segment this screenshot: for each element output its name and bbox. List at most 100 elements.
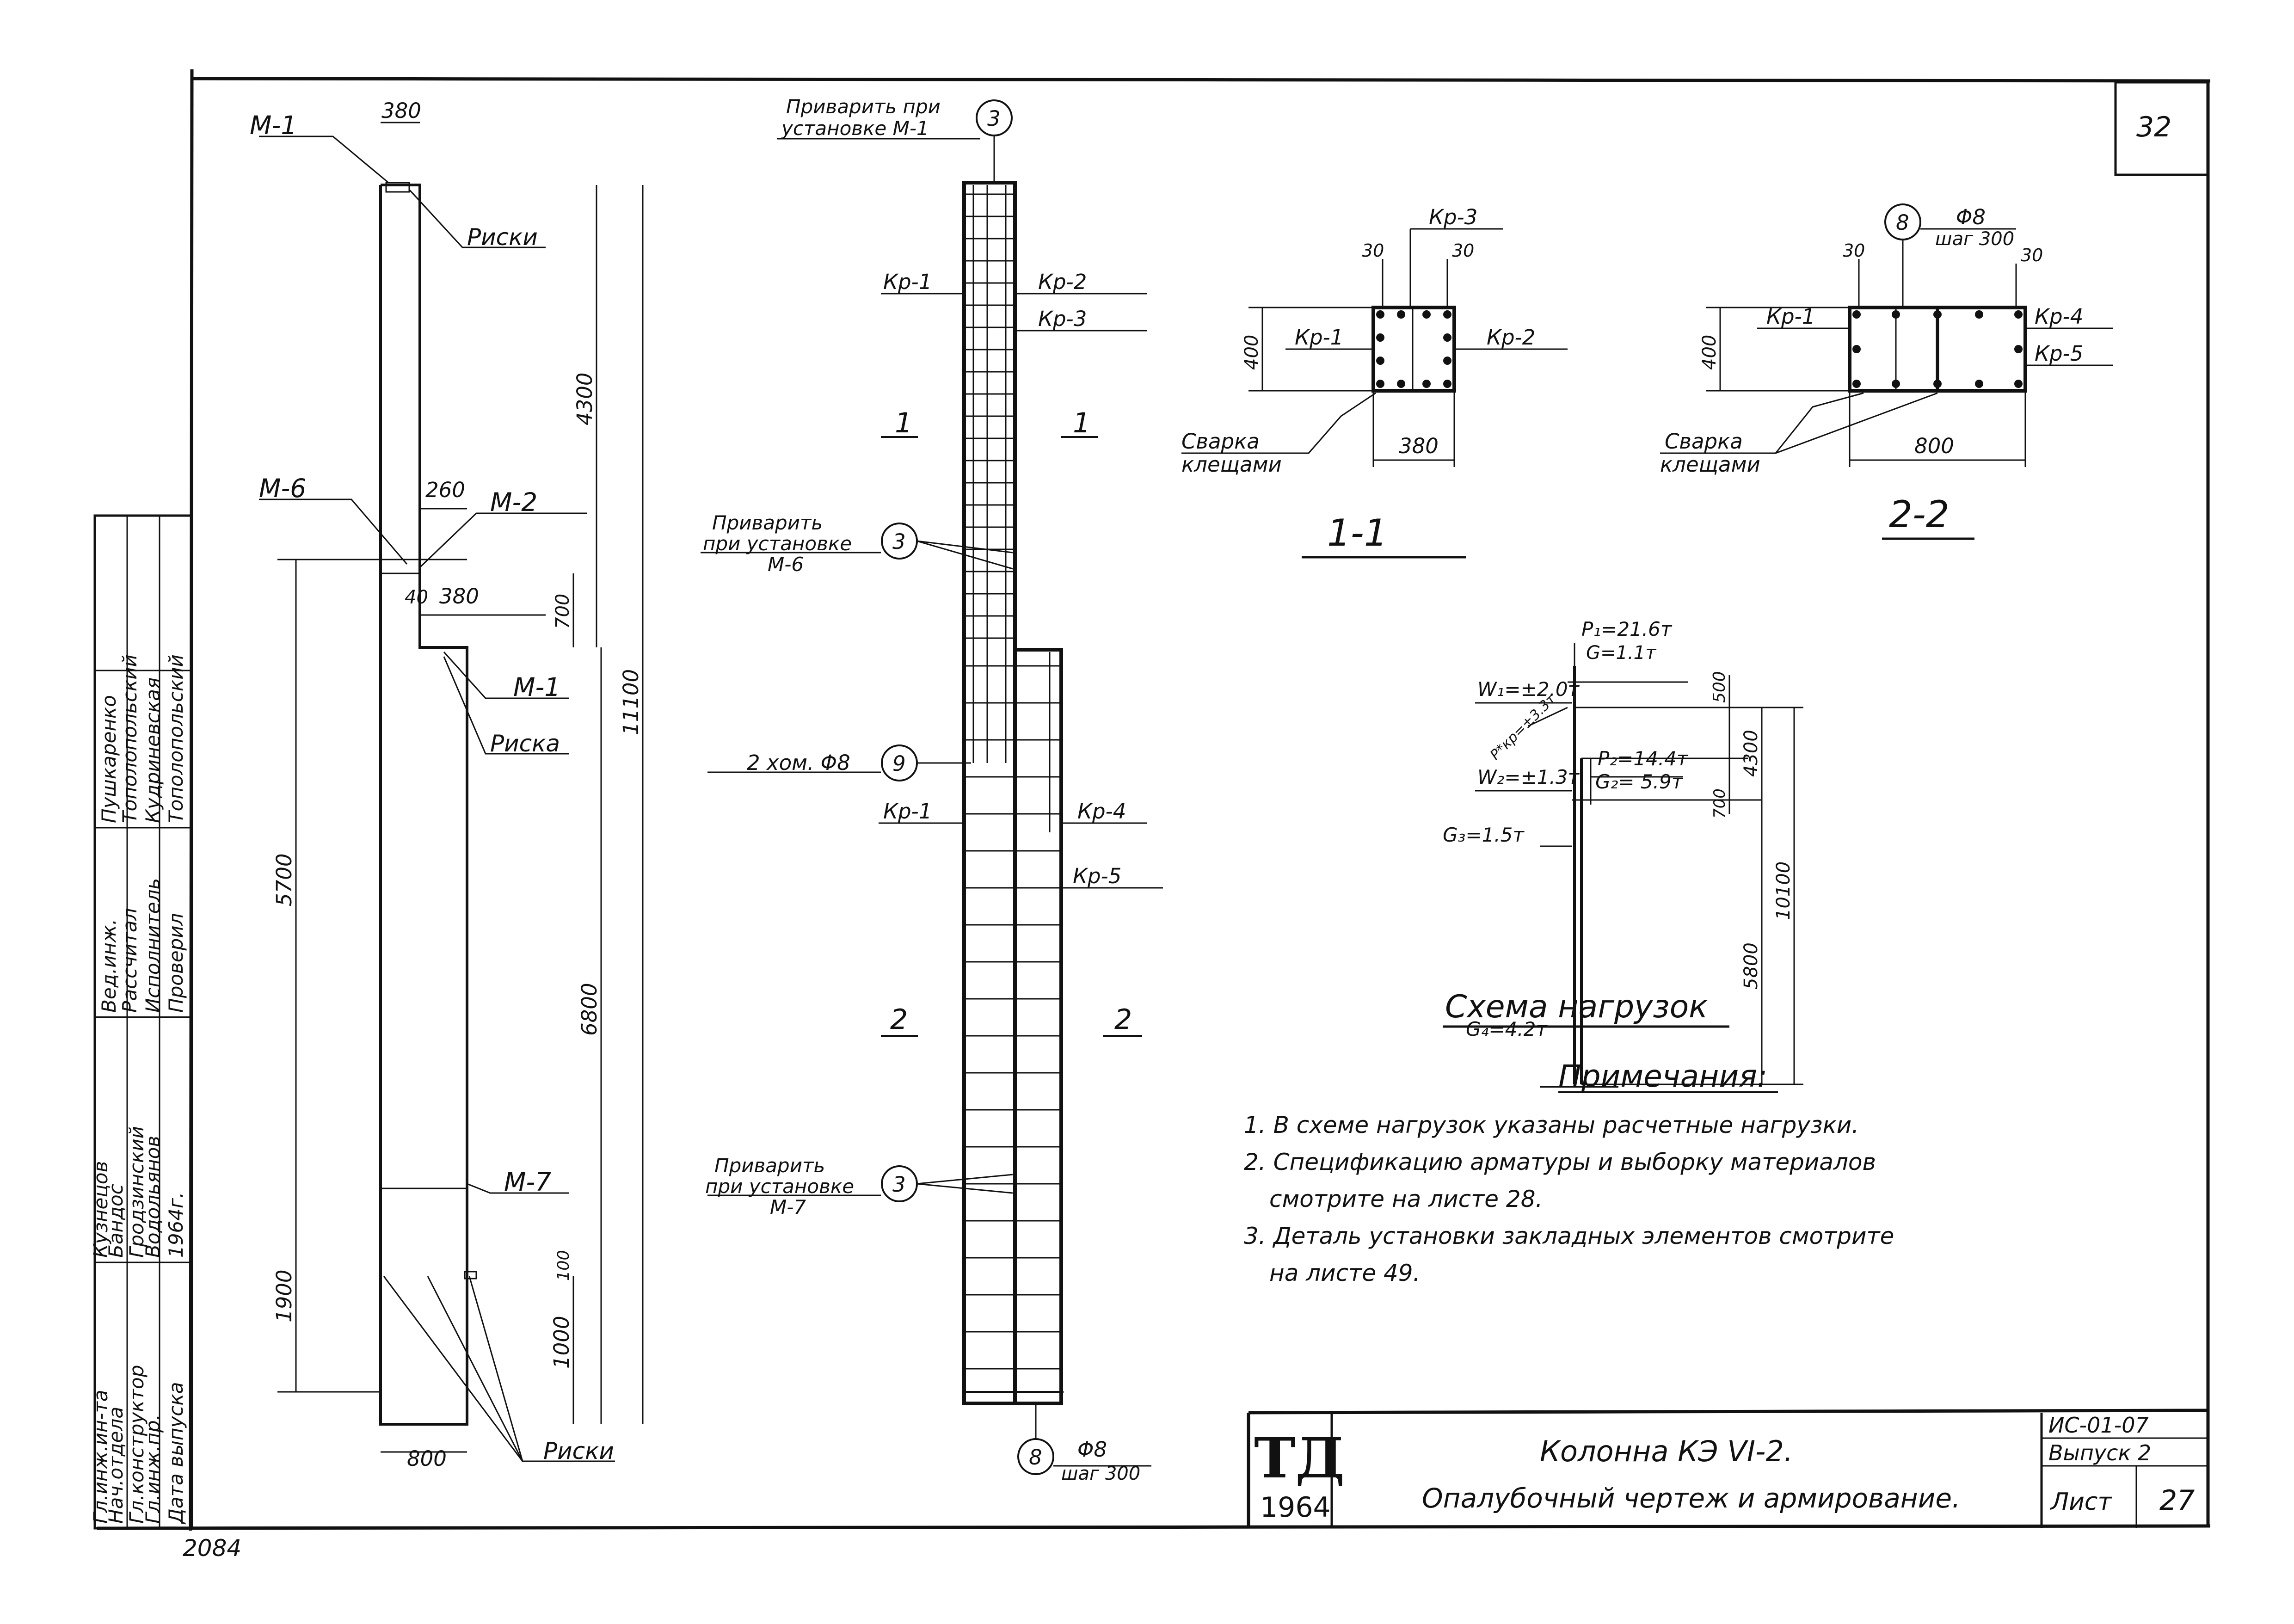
- load-dim-5800: 5800: [1740, 942, 1762, 990]
- section-1-1: [1181, 228, 1568, 559]
- rebar-dot: [1376, 333, 1384, 342]
- stamp-name-6: Тополопольский: [118, 654, 141, 823]
- sheet-number: 27: [2159, 1484, 2195, 1517]
- s22-title: 2-2: [1889, 493, 1950, 536]
- signature-stamp: Гл.инж.ин-та Кузнецов Нач.отдела Бандос …: [89, 514, 193, 1530]
- dim-700: 700: [552, 594, 573, 629]
- stamp-name-2: Гродзинский: [125, 1126, 148, 1258]
- dim-small-40: 40: [405, 587, 428, 608]
- mark-8-bottom: 8: [1029, 1445, 1042, 1470]
- stamp-role-6: Рассчитал: [118, 908, 141, 1013]
- load-dim-500: 500: [1710, 671, 1729, 703]
- stamp-role-3: Гл.инж.пр.: [141, 1414, 164, 1524]
- rebar-dot: [2014, 345, 2023, 353]
- rebar-dot: [1975, 380, 1983, 388]
- s11-weld-1: Сварка: [1181, 429, 1260, 454]
- stamp-role-0: Гл.инж.ин-та: [89, 1390, 112, 1524]
- s22-kr4: Кр-4: [2035, 304, 2083, 329]
- s22-400: 400: [1699, 335, 1720, 370]
- note-2: 2. Спецификацию арматуры и выборку матер…: [1244, 1149, 1876, 1175]
- logo-td: ТД: [1254, 1426, 1345, 1491]
- column-elevation: [259, 122, 644, 1462]
- s22-kr5: Кр-5: [2035, 341, 2083, 366]
- series-code: ИС-01-07: [2048, 1413, 2149, 1438]
- rebar-dot: [1397, 380, 1405, 388]
- stamp-name-0: Кузнецов: [89, 1161, 112, 1258]
- rebar-dot: [1376, 380, 1384, 388]
- handwritten-code: 2084: [183, 1535, 241, 1562]
- section-mark-1-right: 1: [1073, 407, 1090, 439]
- section-mark-2-right: 2: [1114, 1003, 1132, 1036]
- stamp-name-3: Водольянов: [141, 1136, 164, 1258]
- stamp-role-2: Гл.конструктор: [125, 1365, 148, 1524]
- rebar-dot: [1892, 310, 1900, 319]
- rebar-dot: [1443, 333, 1451, 342]
- cage-kr4: Кр-4: [1077, 799, 1126, 824]
- title-block: [1247, 1409, 2208, 1528]
- section-mark-1-left: 1: [895, 407, 912, 439]
- s22-kr1: Кр-1: [1766, 304, 1815, 329]
- load-p2: P₂=14.4т: [1598, 747, 1689, 770]
- dim-top-width: 380: [381, 98, 421, 123]
- callout-weld-m7-line2: при установке: [705, 1175, 854, 1198]
- s11-kr3: Кр-3: [1429, 205, 1477, 229]
- drawing-title: Колонна КЭ VI-2.: [1540, 1434, 1793, 1468]
- load-g1: G=1.1т: [1586, 642, 1657, 664]
- callout-weld-m6-line1: Приварить: [712, 511, 823, 534]
- label-riski-top: Риски: [467, 224, 538, 251]
- rebar-dot: [1443, 357, 1451, 365]
- s22-phi8: Φ8: [1956, 205, 1986, 229]
- s11-kr2: Кр-2: [1487, 325, 1535, 350]
- dim-1900: 1900: [272, 1269, 296, 1323]
- stamp-name-5: Пушкаренко: [98, 695, 120, 823]
- s11-title: 1-1: [1327, 511, 1388, 554]
- rebar-dot: [1422, 380, 1431, 388]
- load-g2: G₂= 5.9т: [1595, 770, 1684, 793]
- note-3: 3. Деталь установки закладных элементов …: [1244, 1223, 1894, 1249]
- notes-block: Примечания: 1. В схеме нагрузок указаны …: [1244, 1058, 1894, 1286]
- rebar-dot: [1933, 310, 1942, 319]
- label-riski-bottom: Риски: [543, 1438, 614, 1464]
- s11-30b: 30: [1452, 240, 1474, 261]
- section-1-1-bars: [1376, 310, 1451, 388]
- corner-sheet-number: 32: [2136, 111, 2171, 143]
- rebar-dot: [1376, 357, 1384, 365]
- dim-bottom-width: 800: [407, 1446, 447, 1471]
- drawing-subtitle: Опалубочный чертеж и армирование.: [1422, 1483, 1961, 1514]
- stamp-name-7: Кудриневская: [141, 677, 164, 823]
- dim-100: 100: [554, 1250, 573, 1281]
- load-scheme: [1443, 643, 1803, 1088]
- dim-1000: 1000: [549, 1316, 574, 1369]
- callout-weld-m1-line2: установке М-1: [781, 117, 929, 140]
- rebar-dot: [1443, 380, 1451, 388]
- label-m7: М-7: [504, 1167, 551, 1197]
- callout-bar-step: шаг 300: [1061, 1463, 1140, 1484]
- ties-upper: [964, 193, 1015, 639]
- load-w2: W₂=±1.3т: [1477, 766, 1580, 788]
- s22-mark-8: 8: [1896, 210, 1909, 235]
- cage-kr5: Кр-5: [1073, 864, 1121, 888]
- note-1: 1. В схеме нагрузок указаны расчетные на…: [1244, 1112, 1859, 1138]
- callout-weld-m7-line3: М-7: [770, 1196, 806, 1218]
- s22-step: шаг 300: [1935, 228, 2014, 250]
- reinforcement-labels: Приварить при установке М-1 3 Кр-1 Кр-2 …: [703, 95, 1140, 1484]
- section-2-2: [1660, 203, 2113, 540]
- sheet-frame: [97, 69, 2211, 1531]
- callout-clamps: 2 хом. Φ8: [747, 750, 850, 775]
- stamp-name-8: Тополопольский: [165, 654, 187, 823]
- dim-step-380: 380: [439, 584, 479, 609]
- s11-30a: 30: [1362, 240, 1384, 261]
- section-1-1-labels: Кр-3 30 30 Кр-1 Кр-2 400 380 Сварка клещ…: [1181, 205, 1535, 554]
- label-riska: Риска: [490, 730, 560, 757]
- s22-weld-1: Сварка: [1665, 429, 1743, 454]
- section-mark-2-left: 2: [890, 1003, 908, 1036]
- notes-title: Примечания:: [1558, 1058, 1767, 1094]
- stamp-role-1: Нач.отдела: [105, 1407, 127, 1524]
- stamp-name-1: Бандос: [105, 1184, 127, 1258]
- dim-5700: 5700: [272, 853, 296, 906]
- stamp-role-4: Дата выпуска: [165, 1382, 187, 1525]
- elevation-labels: М-1 Риски М-6 М-2 М-1 Риска М-7 Риски 38…: [250, 98, 643, 1471]
- rebar-dot: [1892, 380, 1900, 388]
- rebar-dot: [1933, 380, 1942, 388]
